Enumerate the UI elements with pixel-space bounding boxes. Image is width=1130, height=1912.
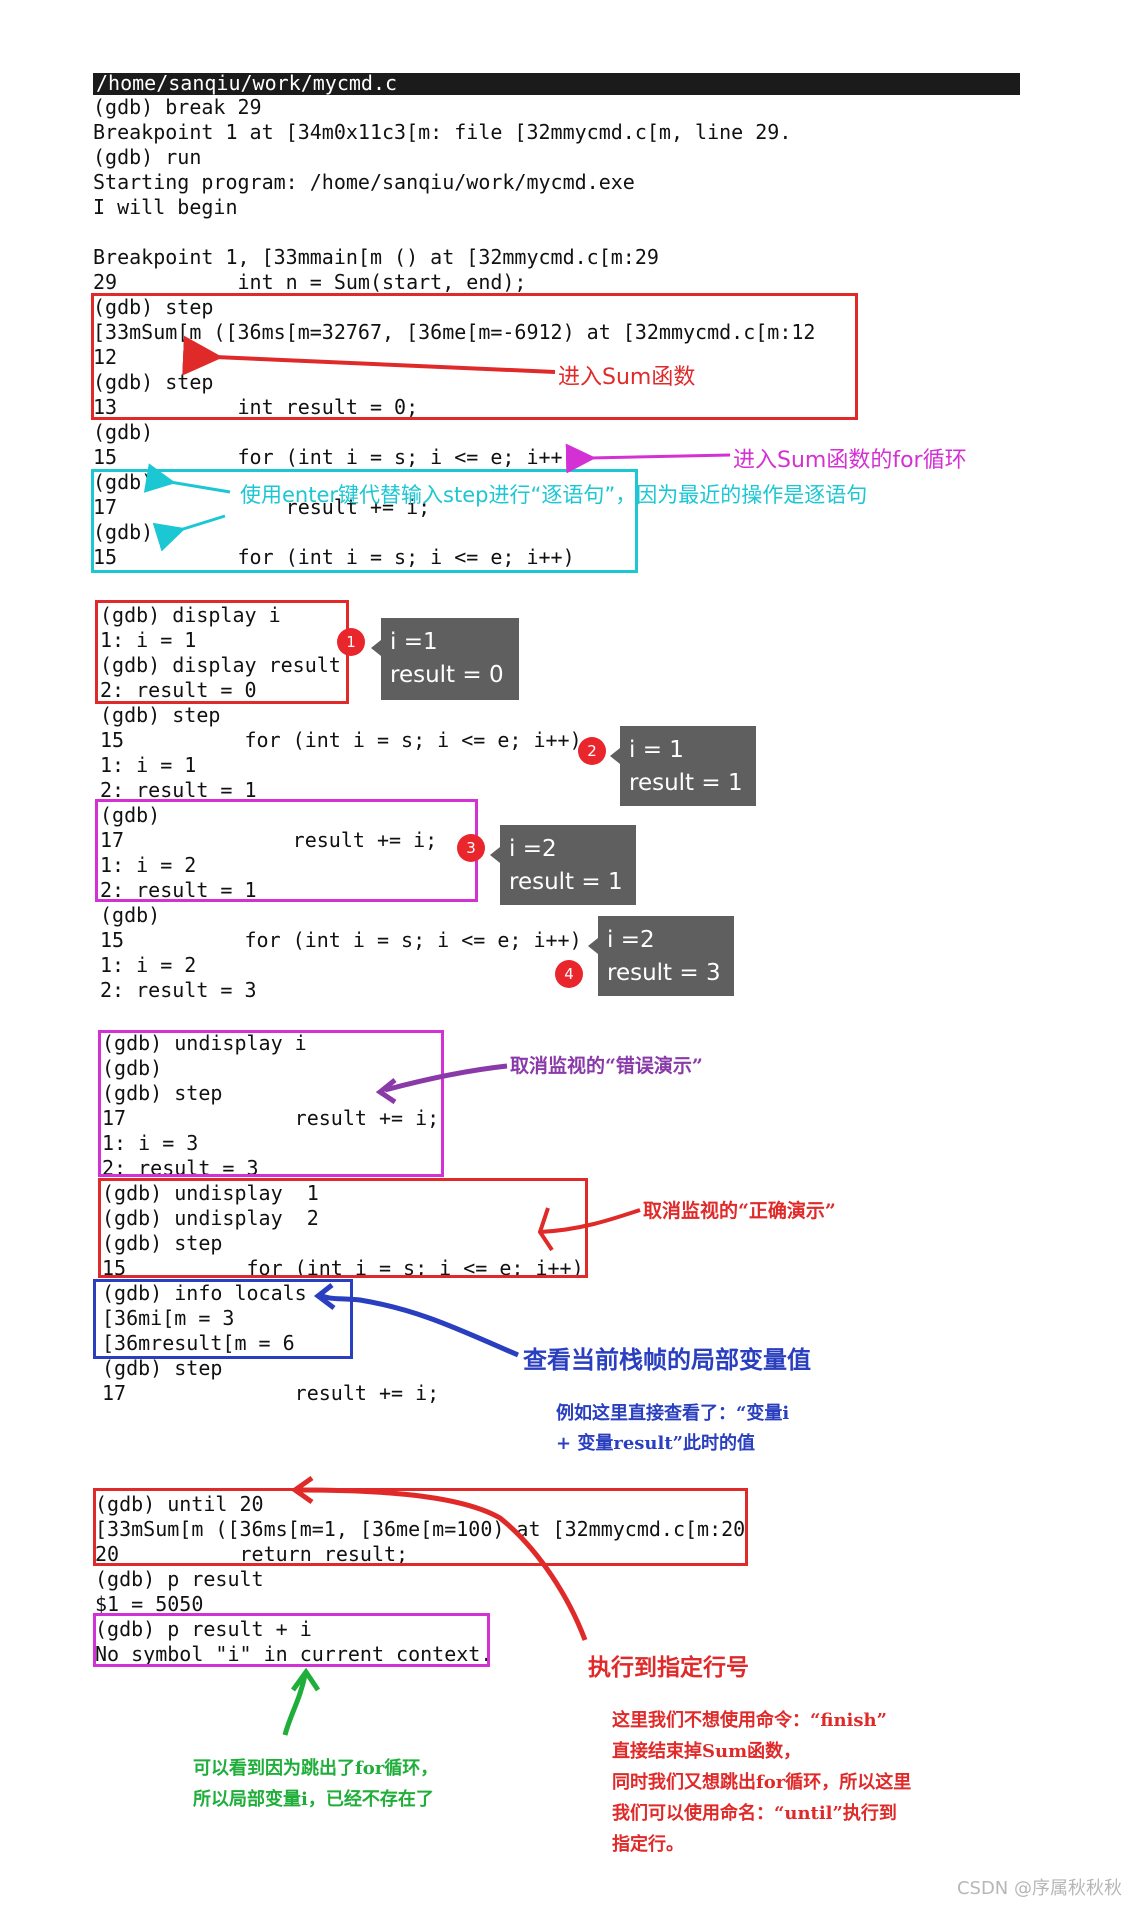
annotation-use-enter: 使用enter键代替输入step进行“逐语句”，因为最近的操作是逐语句 <box>240 483 868 507</box>
highlight-box-enter-repeat <box>91 469 638 573</box>
terminal-line: 17 result += i; <box>100 828 438 852</box>
terminal-line: (gdb) undisplay i <box>102 1031 307 1055</box>
terminal-line: [36mresult[m = 6 <box>102 1331 295 1355</box>
step-badge-1: 1 <box>337 628 365 656</box>
terminal-line: (gdb) display result <box>100 653 341 677</box>
value-tip-2: i = 1 result = 1 <box>610 726 756 806</box>
terminal-line: (gdb) step <box>100 703 221 727</box>
annotation-enter-sum: 进入Sum函数 <box>558 365 696 390</box>
terminal-line: 1: i = 1 <box>100 628 197 652</box>
terminal-line: 17 result += i; <box>93 495 431 519</box>
highlight-box-display <box>95 600 349 704</box>
terminal-line: 2: result = 1 <box>100 878 257 902</box>
annotation-note-3: 同时我们又想跳出for循环，所以这里 <box>612 1772 912 1793</box>
tip-line: i =1 <box>390 629 438 655</box>
watermark: CSDN @序属秋秋秋 <box>956 1878 1122 1899</box>
step-badge-2: 2 <box>578 737 606 765</box>
arrow-enter-for <box>565 443 731 474</box>
annotation-view-locals: 查看当前栈帧的局部变量值 <box>523 1345 811 1374</box>
terminal-line: [36mi[m = 3 <box>102 1306 235 1330</box>
tip-line: result = 3 <box>607 960 721 986</box>
terminal-line: (gdb) run <box>93 145 202 169</box>
annotation-green-2: 所以局部变量i，已经不存在了 <box>193 1789 434 1810</box>
highlight-box-no-symbol <box>93 1613 490 1667</box>
terminal-line: 17 result += i; <box>102 1381 440 1405</box>
terminal-line: I will begin <box>93 195 238 219</box>
terminal-line: (gdb) <box>102 1056 163 1080</box>
tip-line: i =2 <box>607 927 655 953</box>
terminal-line: 1: i = 3 <box>102 1131 199 1155</box>
terminal-line: (gdb) step <box>102 1231 223 1255</box>
terminal-line: 13 int result = 0; <box>93 395 419 419</box>
annotation-cancel-right: 取消监视的“正确演示” <box>643 1200 836 1222</box>
terminal-line: (gdb) <box>100 803 161 827</box>
terminal-line: 15 for (int i = s; i <= e; i++) <box>93 445 575 469</box>
annotation-enter-for: 进入Sum函数的for循环 <box>733 448 967 473</box>
terminal-line: (gdb) p result + i <box>95 1617 312 1641</box>
terminal-line: 29 int n = Sum(start, end); <box>93 270 527 294</box>
annotation-example-1: 例如这里直接查看了：“变量i <box>556 1403 790 1424</box>
value-tip-1: i =1 result = 0 <box>371 618 519 700</box>
highlight-box-step-into-sum <box>91 293 858 420</box>
terminal-line: (gdb) <box>93 520 154 544</box>
terminal-line: (gdb) until 20 <box>95 1492 264 1516</box>
terminal-line: 2: result = 3 <box>100 978 257 1002</box>
highlight-box-until <box>93 1488 748 1566</box>
annotation-note-1: 这里我们不想使用命令：“finish” <box>612 1710 887 1731</box>
terminal-line: (gdb) undisplay 2 <box>102 1206 319 1230</box>
value-tip-4: i =2 result = 3 <box>588 916 734 996</box>
annotation-green-1: 可以看到因为跳出了for循环， <box>193 1758 439 1779</box>
annotation-example-2: + 变量result”此时的值 <box>556 1433 756 1454</box>
annotation-cancel-wrong: 取消监视的“错误演示” <box>510 1055 703 1077</box>
terminal-line: Starting program: /home/sanqiu/work/mycm… <box>93 170 635 194</box>
step-badge-4: 4 <box>555 960 583 988</box>
terminal-line: (gdb) step <box>102 1356 223 1380</box>
terminal-line: (gdb) <box>100 903 161 927</box>
highlight-box-step-3 <box>95 799 478 902</box>
annotation-note-4: 我们可以使用命名：“until”执行到 <box>612 1803 897 1824</box>
terminal-line: 15 for (int i = s; i <= e; i++) <box>100 928 582 952</box>
terminal-line: (gdb) info locals <box>102 1281 307 1305</box>
step-badge-3: 3 <box>457 834 485 862</box>
terminal-line: Breakpoint 1, [33mmain[m () at [32mmycmd… <box>93 245 659 269</box>
terminal-line: 2: result = 1 <box>100 778 257 802</box>
terminal-line: (gdb) <box>93 470 154 494</box>
terminal-line: [33mSum[m ([36ms[m=32767, [36me[m=-6912)… <box>93 320 816 344</box>
annotation-note-2: 直接结束掉Sum函数， <box>612 1741 802 1762</box>
value-tip-3: i =2 result = 1 <box>490 825 636 905</box>
highlight-box-undisplay-wrong <box>98 1030 444 1177</box>
terminal-title-bar: /home/sanqiu/work/mycmd.c <box>93 71 1020 95</box>
annotation-exec-to-line: 执行到指定行号 <box>588 1654 749 1681</box>
highlight-box-undisplay-right <box>98 1178 588 1278</box>
terminal-line: 2: result = 0 <box>100 678 257 702</box>
highlight-box-info-locals <box>93 1279 353 1359</box>
arrow-no-symbol-head <box>290 1667 321 1692</box>
terminal-line: (gdb) step <box>93 295 214 319</box>
tip-line: result = 1 <box>509 869 623 895</box>
terminal-line: No symbol "i" in current context. <box>95 1642 493 1666</box>
terminal-line: 17 result += i; <box>102 1106 440 1130</box>
terminal-line: (gdb) step <box>102 1081 223 1105</box>
arrow-no-symbol <box>282 1674 308 1736</box>
tip-line: i =2 <box>509 836 557 862</box>
terminal-title-text: /home/sanqiu/work/mycmd.c <box>96 71 398 95</box>
terminal-line: 1: i = 2 <box>100 853 197 877</box>
terminal-line: 1: i = 2 <box>100 953 197 977</box>
annotation-note-5: 指定行。 <box>612 1834 684 1855</box>
terminal-line: (gdb) break 29 <box>93 95 262 119</box>
tip-line: result = 0 <box>390 662 504 688</box>
terminal-line: (gdb) p result <box>95 1567 264 1591</box>
terminal-line: (gdb) undisplay 1 <box>102 1181 319 1205</box>
terminal-line: Breakpoint 1 at [34m0x11c3[m: file [32mm… <box>93 120 792 144</box>
terminal-line: $1 = 5050 <box>95 1592 204 1616</box>
tip-line: result = 1 <box>629 770 743 796</box>
terminal-line: 15 for (int i = s; i <= e; i++) <box>100 728 582 752</box>
terminal-line: (gdb) display i <box>100 603 281 627</box>
terminal-line: (gdb) <box>93 420 154 444</box>
terminal-line: 15 for (int i = s; i <= e; i++) <box>93 545 575 569</box>
terminal-line: 1: i = 1 <box>100 753 197 777</box>
tip-line: i = 1 <box>629 737 684 763</box>
